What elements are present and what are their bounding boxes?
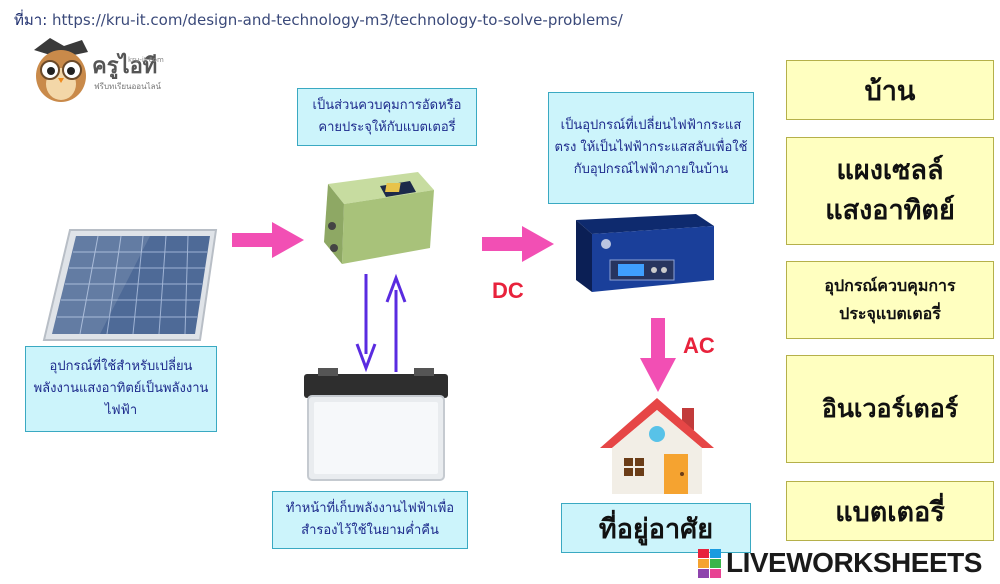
logo-sub: kru-it.com xyxy=(128,56,164,64)
battery-image xyxy=(304,368,448,481)
inverter-image xyxy=(576,214,714,292)
logo-tagline: ฟรีบทเรียนออนไลน์ xyxy=(94,82,161,91)
answer-box-residence: ที่อยู่อาศัย xyxy=(561,503,751,553)
inverter-note: เป็นอุปกรณ์ที่เปลี่ยนไฟฟ้ากระแสตรง ให้เป… xyxy=(548,92,754,204)
ac-label: AC xyxy=(683,333,715,358)
logo-name: ครูไอที xyxy=(92,54,158,79)
panel-note: อุปกรณ์ที่ใช้สำหรับเปลี่ยนพลังงานแสงอาทิ… xyxy=(25,346,217,432)
liveworksheets-brand: LIVEWORKSHEETS xyxy=(726,547,982,578)
term-box-charge-controller[interactable]: อุปกรณ์ควบคุมการประจุแบตเตอรี่ xyxy=(786,261,994,339)
liveworksheets-logo-icon xyxy=(698,549,721,578)
term-box-inverter[interactable]: อินเวอร์เตอร์ xyxy=(786,355,994,463)
arrow-panel-to-controller xyxy=(232,222,304,258)
solar-panel-image xyxy=(42,229,218,341)
term-box-battery[interactable]: แบตเตอรี่ xyxy=(786,481,994,541)
owl-logo-icon xyxy=(34,38,88,102)
source-line: ที่มา: https://kru-it.com/design-and-tec… xyxy=(14,8,623,32)
arrow-controller-to-inverter xyxy=(482,226,554,262)
term-box-house[interactable]: บ้าน xyxy=(786,60,994,120)
term-box-solar-panel[interactable]: แผงเซลล์แสงอาทิตย์ xyxy=(786,137,994,245)
dc-label: DC xyxy=(492,278,524,303)
source-label: ที่มา: xyxy=(14,11,48,29)
house-icon xyxy=(600,398,714,494)
charge-controller-image xyxy=(324,172,434,264)
arrow-controller-to-battery xyxy=(355,274,377,373)
arrow-inverter-to-house xyxy=(640,318,676,392)
arrow-battery-to-controller xyxy=(385,273,407,372)
battery-note: ทำหน้าที่เก็บพลังงานไฟฟ้าเพื่อสำรองไว้ใช… xyxy=(272,491,468,549)
controller-note: เป็นส่วนควบคุมการอัดหรือคายประจุให้กับแบ… xyxy=(297,88,477,146)
source-url[interactable]: https://kru-it.com/design-and-technology… xyxy=(52,11,623,29)
